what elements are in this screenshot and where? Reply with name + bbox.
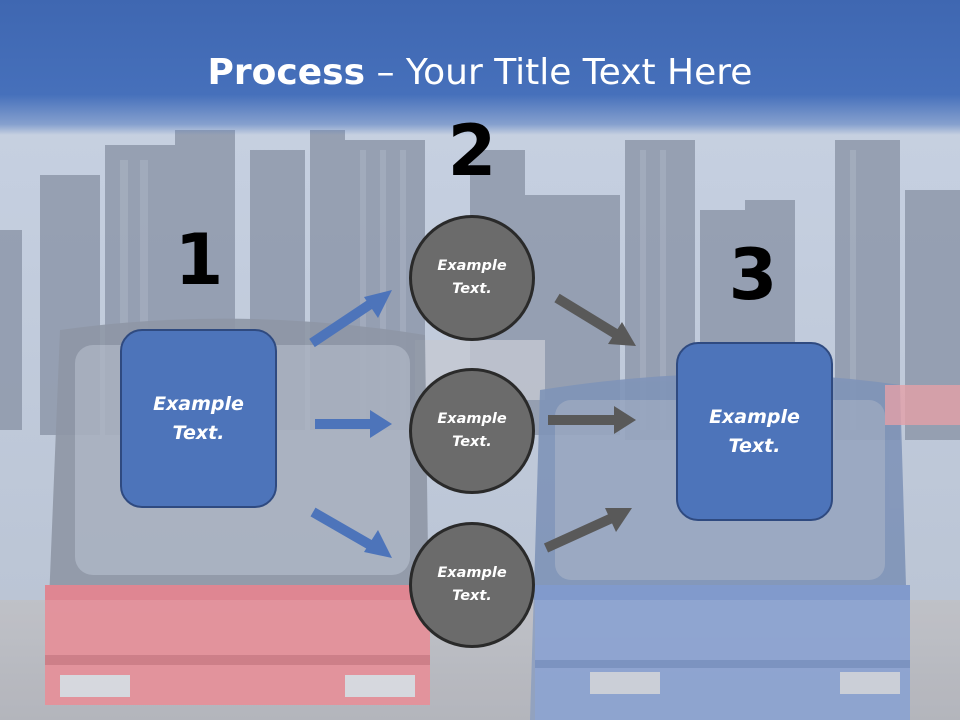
step-number-2: 2 [447, 110, 497, 192]
circle-middle-text: Example Text. [437, 411, 507, 450]
arrow-circle3-to-box3 [543, 508, 632, 553]
circle-bottom-text: Example Text. [437, 565, 507, 604]
slide-title: Process – Your Title Text Here [0, 52, 960, 93]
step-number-1: 1 [174, 219, 224, 301]
step1-box: Example Text. [120, 329, 277, 508]
step1-box-text: Example Text. [153, 392, 244, 444]
arrow-circle2-to-box3 [548, 406, 636, 434]
step3-box-text: Example Text. [709, 405, 800, 457]
slide-title-bold: Process [207, 52, 366, 93]
step2-circle-middle: Example Text. [409, 368, 535, 494]
step-number-3: 3 [728, 234, 778, 316]
step3-box: Example Text. [676, 342, 833, 521]
step2-circle-bottom: Example Text. [409, 522, 535, 648]
step2-circle-top: Example Text. [409, 215, 535, 341]
arrow-box1-to-circle3 [310, 507, 392, 558]
arrow-box1-to-circle1 [309, 290, 392, 348]
slide-title-rest: – Your Title Text Here [365, 52, 753, 93]
arrow-box1-to-circle2 [315, 410, 392, 438]
circle-top-text: Example Text. [437, 258, 507, 297]
title-band [0, 0, 960, 135]
arrow-circle1-to-box3 [554, 293, 636, 346]
